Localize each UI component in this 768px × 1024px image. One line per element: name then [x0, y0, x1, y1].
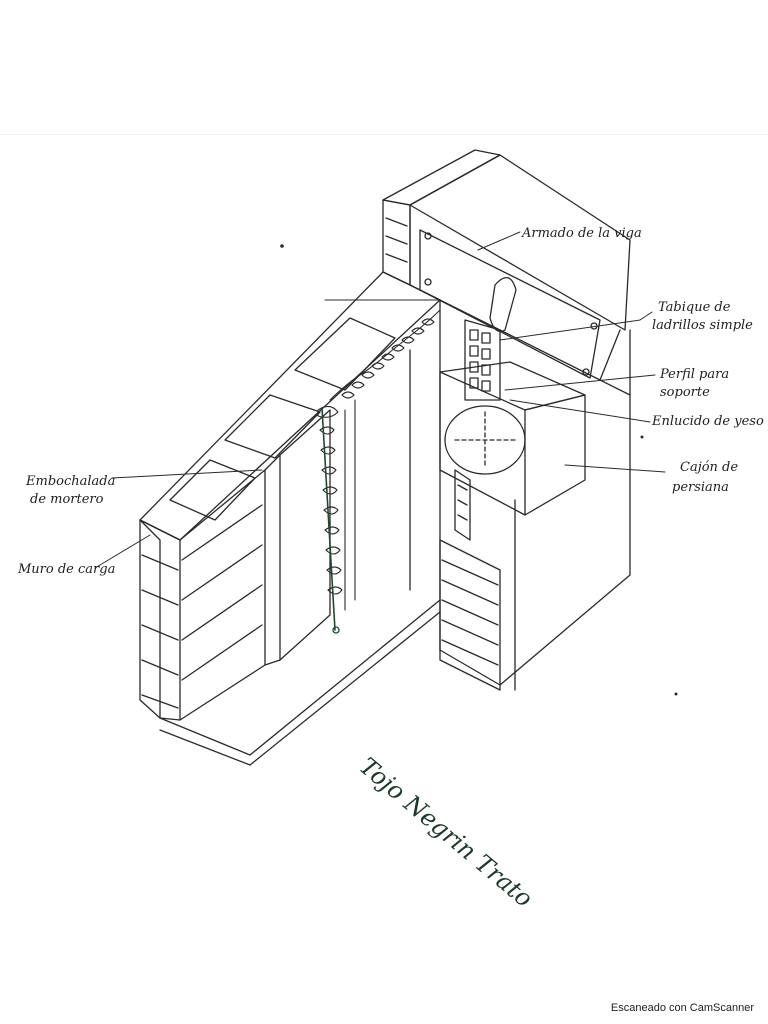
upper-beam [382, 149, 631, 381]
scanner-watermark: Escaneado con CamScanner [610, 1002, 754, 1014]
insulation-coil [317, 299, 441, 611]
label-brick-partition-line1: Tabique de [658, 300, 731, 315]
label-load-bearing-wall: Muro de carga [18, 562, 116, 577]
lower-wall [439, 539, 501, 691]
inner-partition [409, 299, 631, 691]
leader-lines [94, 231, 666, 569]
stray-dot [640, 435, 644, 439]
top-blank-band [0, 0, 768, 135]
label-support-profile-line1: Perfil para [660, 367, 730, 382]
label-shutter-box-line1: Cajón de [680, 460, 739, 475]
label-mortar-fill-line1: Embochalada [26, 474, 116, 489]
ink-marker [332, 626, 340, 634]
label-beam-reinforcement: Armado de la viga [522, 226, 642, 241]
beam-reinforcement [419, 229, 601, 379]
ink-guide-line [321, 407, 336, 631]
label-mortar-fill-line2: de mortero [30, 492, 104, 507]
label-shutter-box-line2: persiana [672, 480, 729, 495]
label-support-profile-line2: soporte [660, 385, 710, 400]
mortar-fill-panel [264, 409, 331, 666]
label-plaster-render: Enlucido de yeso [652, 414, 764, 429]
brick-partition [454, 319, 501, 541]
stray-dot [674, 692, 678, 696]
load-bearing-wall [139, 271, 441, 766]
shutter-box [439, 361, 586, 516]
label-brick-partition-line2: ladrillos simple [652, 318, 753, 333]
stray-dot [280, 244, 284, 248]
